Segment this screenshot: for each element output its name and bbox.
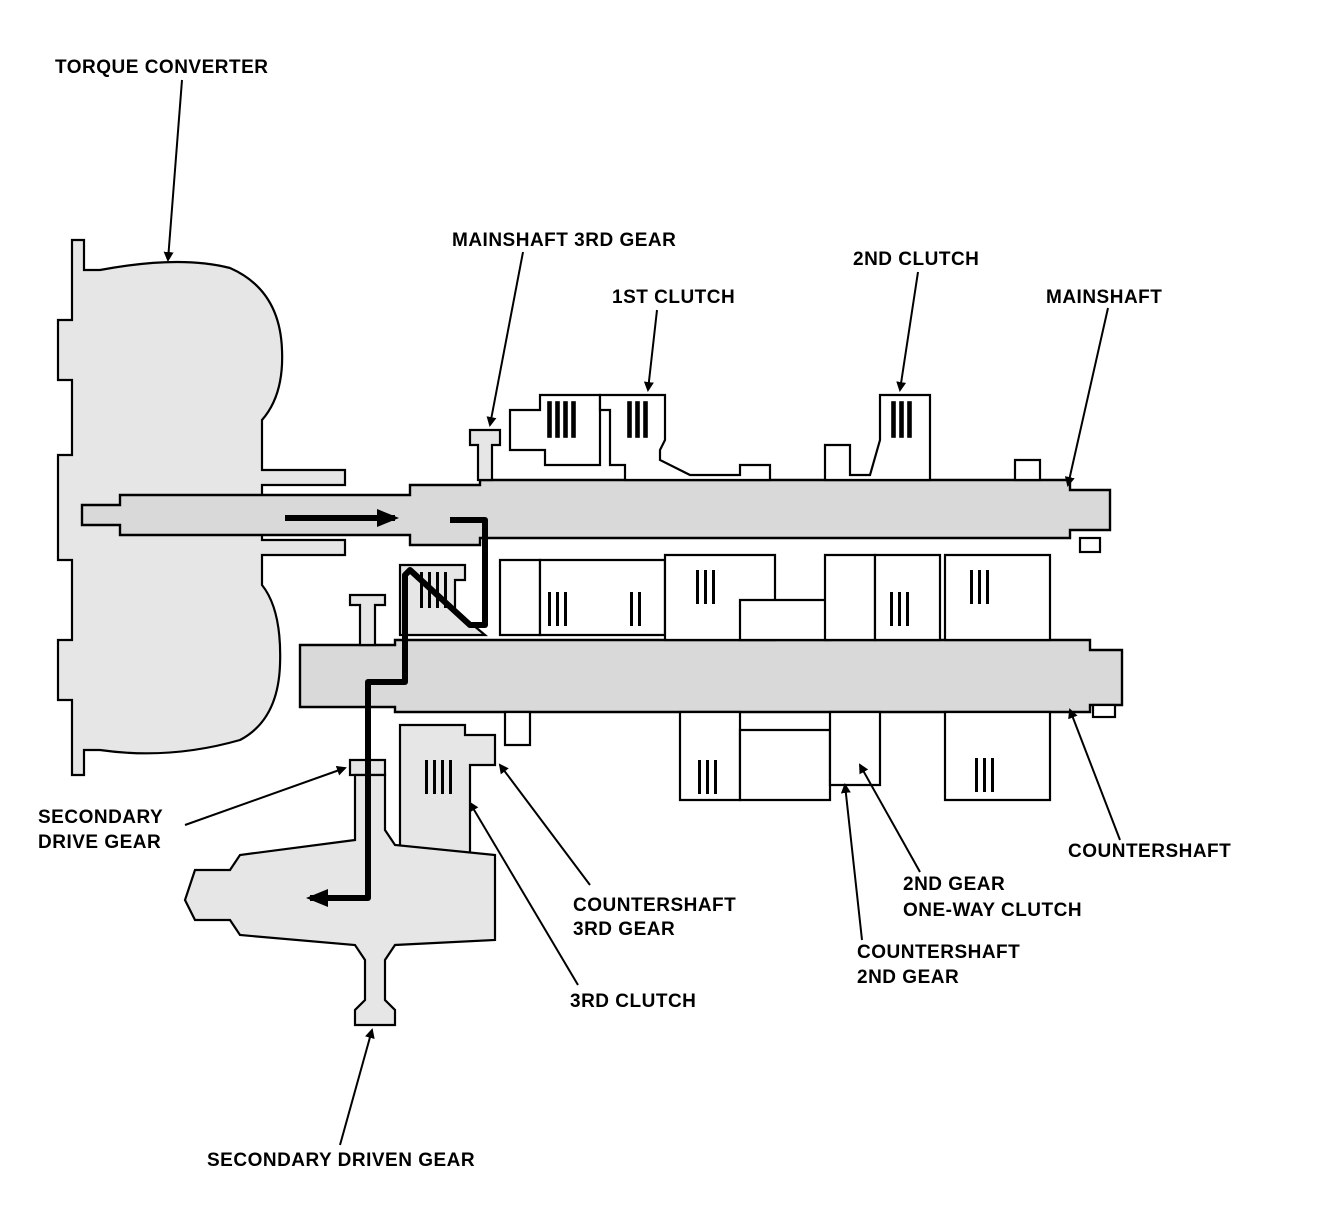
label-2nd-clutch: 2ND CLUTCH: [853, 249, 979, 270]
2nd-clutch-plates: [891, 401, 912, 438]
label-1st-clutch: 1ST CLUTCH: [612, 287, 735, 308]
label-countershaft-2nd-gear-line1: COUNTERSHAFT: [857, 942, 1020, 963]
countershaft-clutch-assembly: [498, 553, 1052, 642]
label-secondary-drive-gear-line1: SECONDARY: [38, 807, 163, 828]
label-countershaft-2nd-gear-line2: 2ND GEAR: [857, 967, 959, 988]
labels: TORQUE CONVERTER MAINSHAFT 3RD GEAR 1ST …: [38, 57, 1231, 1171]
label-2nd-gear-one-way-clutch-line2: ONE-WAY CLUTCH: [903, 900, 1082, 921]
label-countershaft-3rd-gear-line1: COUNTERSHAFT: [573, 895, 736, 916]
mainshaft-3rd-gear: [468, 428, 502, 482]
label-3rd-clutch: 3RD CLUTCH: [570, 991, 696, 1012]
label-torque-converter: TORQUE CONVERTER: [55, 57, 269, 78]
countershaft: [298, 638, 1124, 719]
power-flow-path: [285, 509, 488, 907]
middle-clutch-plates: [548, 570, 989, 626]
label-countershaft: COUNTERSHAFT: [1068, 841, 1231, 862]
1st-clutch-plates: [547, 401, 648, 438]
label-secondary-driven-gear: SECONDARY DRIVEN GEAR: [207, 1150, 475, 1171]
mainshaft: [80, 478, 1112, 554]
label-secondary-drive-gear-line2: DRIVE GEAR: [38, 832, 161, 853]
leader-lines: [163, 79, 1121, 1146]
lower-clutch-assembly: [398, 710, 1052, 857]
label-mainshaft: MAINSHAFT: [1046, 287, 1162, 308]
mainshaft-clutch-assembly: [508, 393, 1042, 482]
label-countershaft-3rd-gear-line2: 3RD GEAR: [573, 919, 675, 940]
label-2nd-gear-one-way-clutch-line1: 2ND GEAR: [903, 874, 1005, 895]
label-mainshaft-3rd-gear: MAINSHAFT 3RD GEAR: [452, 230, 676, 251]
